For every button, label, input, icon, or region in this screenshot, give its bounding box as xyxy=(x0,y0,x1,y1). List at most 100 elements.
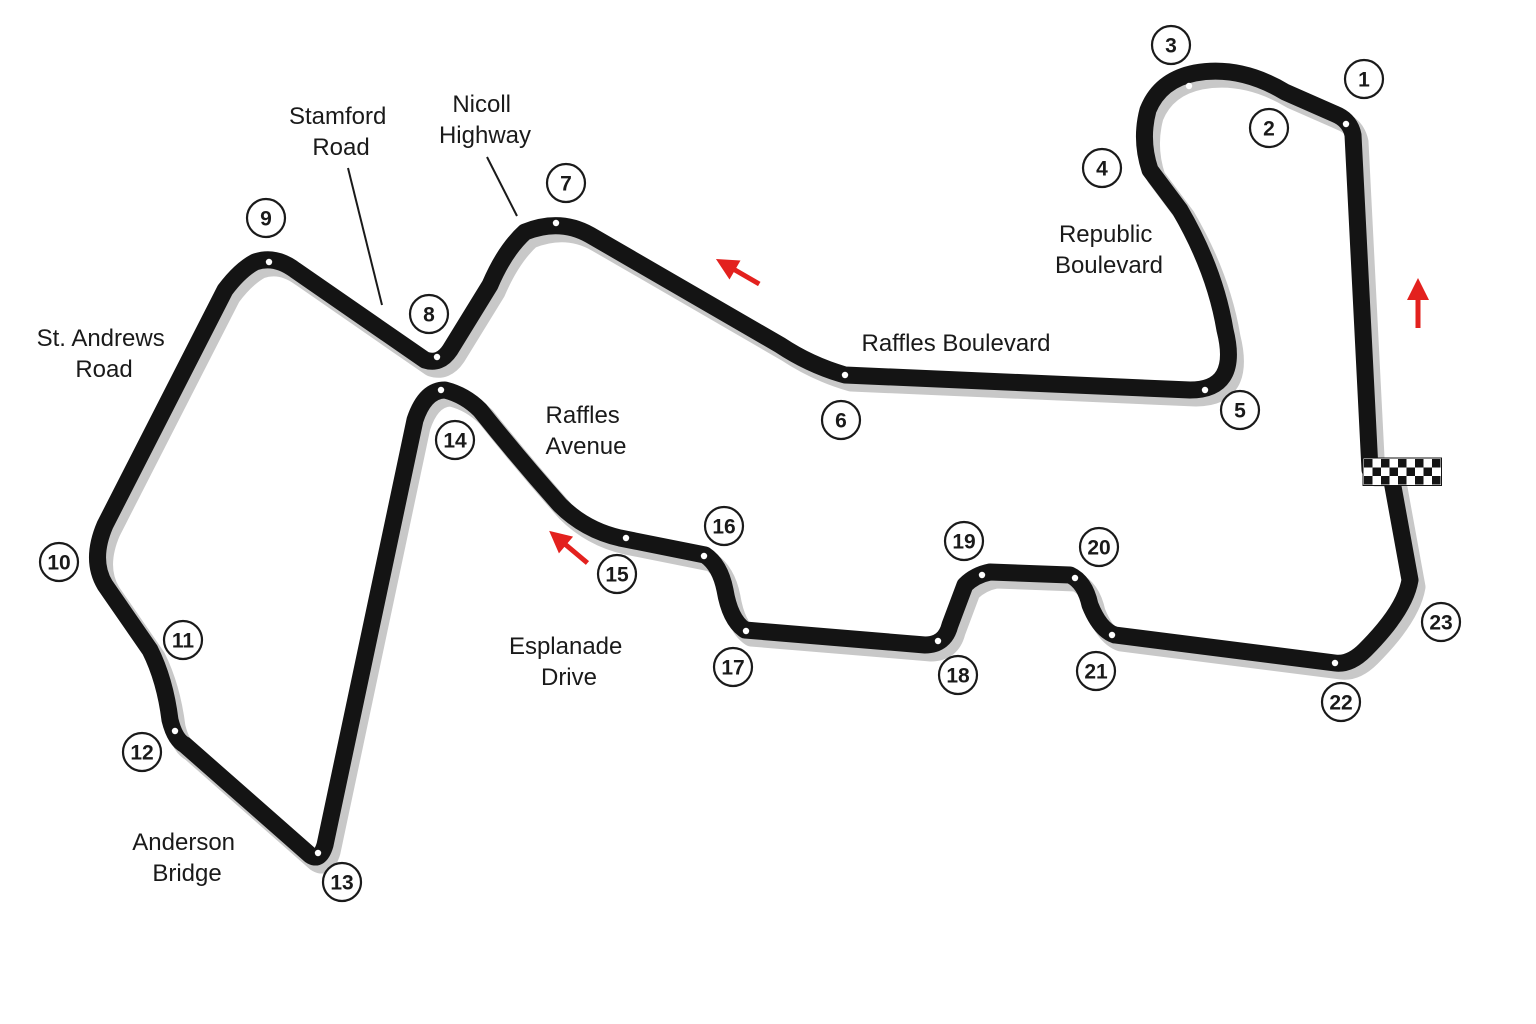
turn-marker: 18 xyxy=(937,654,979,696)
turn-marker-circle xyxy=(1078,526,1120,568)
road-label-anderson-bridge: Anderson Bridge xyxy=(132,829,241,887)
checkered-square xyxy=(1372,467,1381,476)
turn-marker: 7 xyxy=(545,162,587,204)
turn-marker-circle xyxy=(820,399,862,441)
turn-marker-circle xyxy=(703,505,745,547)
checkered-square xyxy=(1423,467,1432,476)
turn-marker-circle xyxy=(1320,681,1362,723)
nicoll-highway-leader xyxy=(486,156,518,217)
turn-marker-circle xyxy=(1248,107,1290,149)
apex-dot xyxy=(433,353,441,361)
turn-marker: 14 xyxy=(434,419,476,461)
checkered-square xyxy=(1364,476,1373,485)
turn-marker-circle xyxy=(321,861,363,903)
road-label-esplanade-drive: Esplanade Drive xyxy=(509,633,629,691)
turn-number: 19 xyxy=(952,531,975,554)
turn-marker-circle xyxy=(1150,24,1192,66)
checkered-square xyxy=(1381,459,1390,468)
turn-marker-circle xyxy=(162,619,204,661)
turn-marker-circle xyxy=(408,293,450,335)
turn-number: 2 xyxy=(1263,118,1275,141)
turn-marker: 17 xyxy=(712,646,754,688)
turn-marker: 10 xyxy=(38,541,80,583)
apex-dot xyxy=(1201,386,1209,394)
apex-dot xyxy=(742,627,750,635)
checkered-square xyxy=(1398,476,1407,485)
start-finish-line xyxy=(1362,457,1442,486)
apex-dot xyxy=(1071,574,1079,582)
turn-marker: 16 xyxy=(703,505,745,547)
apex-dot xyxy=(1185,82,1193,90)
turn-number: 3 xyxy=(1165,35,1177,58)
turn-number: 14 xyxy=(443,430,467,453)
turn-marker-circle xyxy=(545,162,587,204)
direction-arrow-icon xyxy=(715,259,761,287)
road-labels: Stamford Road Nicoll Highway Republic Bo… xyxy=(37,91,1163,887)
checkered-square xyxy=(1364,459,1373,468)
circuit-track xyxy=(89,62,1419,866)
turn-marker: 9 xyxy=(245,197,287,239)
road-label-nicoll-highway: Nicoll Highway xyxy=(439,91,531,149)
turn-number: 9 xyxy=(260,208,272,231)
turn-number: 11 xyxy=(172,630,195,653)
turn-marker: 23 xyxy=(1420,601,1462,643)
apex-dot xyxy=(978,571,986,579)
turn-number: 4 xyxy=(1096,158,1108,181)
turn-marker: 5 xyxy=(1219,389,1261,431)
turn-number: 12 xyxy=(130,742,153,765)
turn-marker-circle xyxy=(1343,58,1385,100)
turn-number: 18 xyxy=(946,665,970,688)
turn-number: 6 xyxy=(835,410,847,433)
apex-dot xyxy=(171,727,179,735)
checkered-square xyxy=(1415,476,1424,485)
turn-number: 10 xyxy=(47,552,70,575)
apex-dot xyxy=(437,386,445,394)
turn-marker: 11 xyxy=(162,619,204,661)
direction-arrow-icon xyxy=(1407,278,1429,328)
turn-marker: 19 xyxy=(943,520,985,562)
checkered-square xyxy=(1415,459,1424,468)
road-label-raffles-boulevard: Raffles Boulevard xyxy=(862,330,1051,357)
apex-dot xyxy=(1331,659,1339,667)
turn-marker-circle xyxy=(943,520,985,562)
turn-marker: 12 xyxy=(121,731,163,773)
apex-dot xyxy=(700,552,708,560)
direction-arrow-icon xyxy=(549,530,590,565)
turn-marker-circle xyxy=(1075,650,1117,692)
checkered-square xyxy=(1406,467,1415,476)
turn-marker: 1 xyxy=(1343,58,1385,100)
apex-dot xyxy=(622,534,630,542)
track-shadow xyxy=(94,68,1426,874)
turn-marker-circle xyxy=(596,553,638,595)
road-label-stamford-road: Stamford Road xyxy=(289,103,393,161)
turn-marker: 13 xyxy=(321,861,363,903)
turn-number: 16 xyxy=(712,516,735,539)
direction-arrows xyxy=(549,259,1429,565)
road-label-st-andrews-road: St. Andrews Road xyxy=(37,325,172,383)
turn-marker-circle xyxy=(434,419,476,461)
turn-marker: 15 xyxy=(596,553,638,595)
turn-number: 22 xyxy=(1329,692,1352,715)
apex-dot xyxy=(552,219,560,227)
turn-number: 1 xyxy=(1358,69,1370,92)
turn-marker: 4 xyxy=(1081,147,1123,189)
apex-dot xyxy=(265,258,273,266)
turn-marker: 2 xyxy=(1248,107,1290,149)
turn-number: 8 xyxy=(423,304,435,327)
turn-marker-circle xyxy=(1081,147,1123,189)
apex-dot xyxy=(1342,120,1350,128)
turn-marker: 6 xyxy=(820,399,862,441)
apex-dot xyxy=(934,637,942,645)
turn-marker-circle xyxy=(38,541,80,583)
road-label-republic-boulevard: Republic Boulevard xyxy=(1055,221,1163,279)
turn-number: 21 xyxy=(1084,661,1108,684)
apex-dot xyxy=(841,371,849,379)
turn-marker-circle xyxy=(937,654,979,696)
checkered-square xyxy=(1432,459,1441,468)
checkered-square xyxy=(1398,459,1407,468)
apex-dots xyxy=(171,82,1350,857)
apex-dot xyxy=(1108,631,1116,639)
turn-number: 15 xyxy=(605,564,629,587)
